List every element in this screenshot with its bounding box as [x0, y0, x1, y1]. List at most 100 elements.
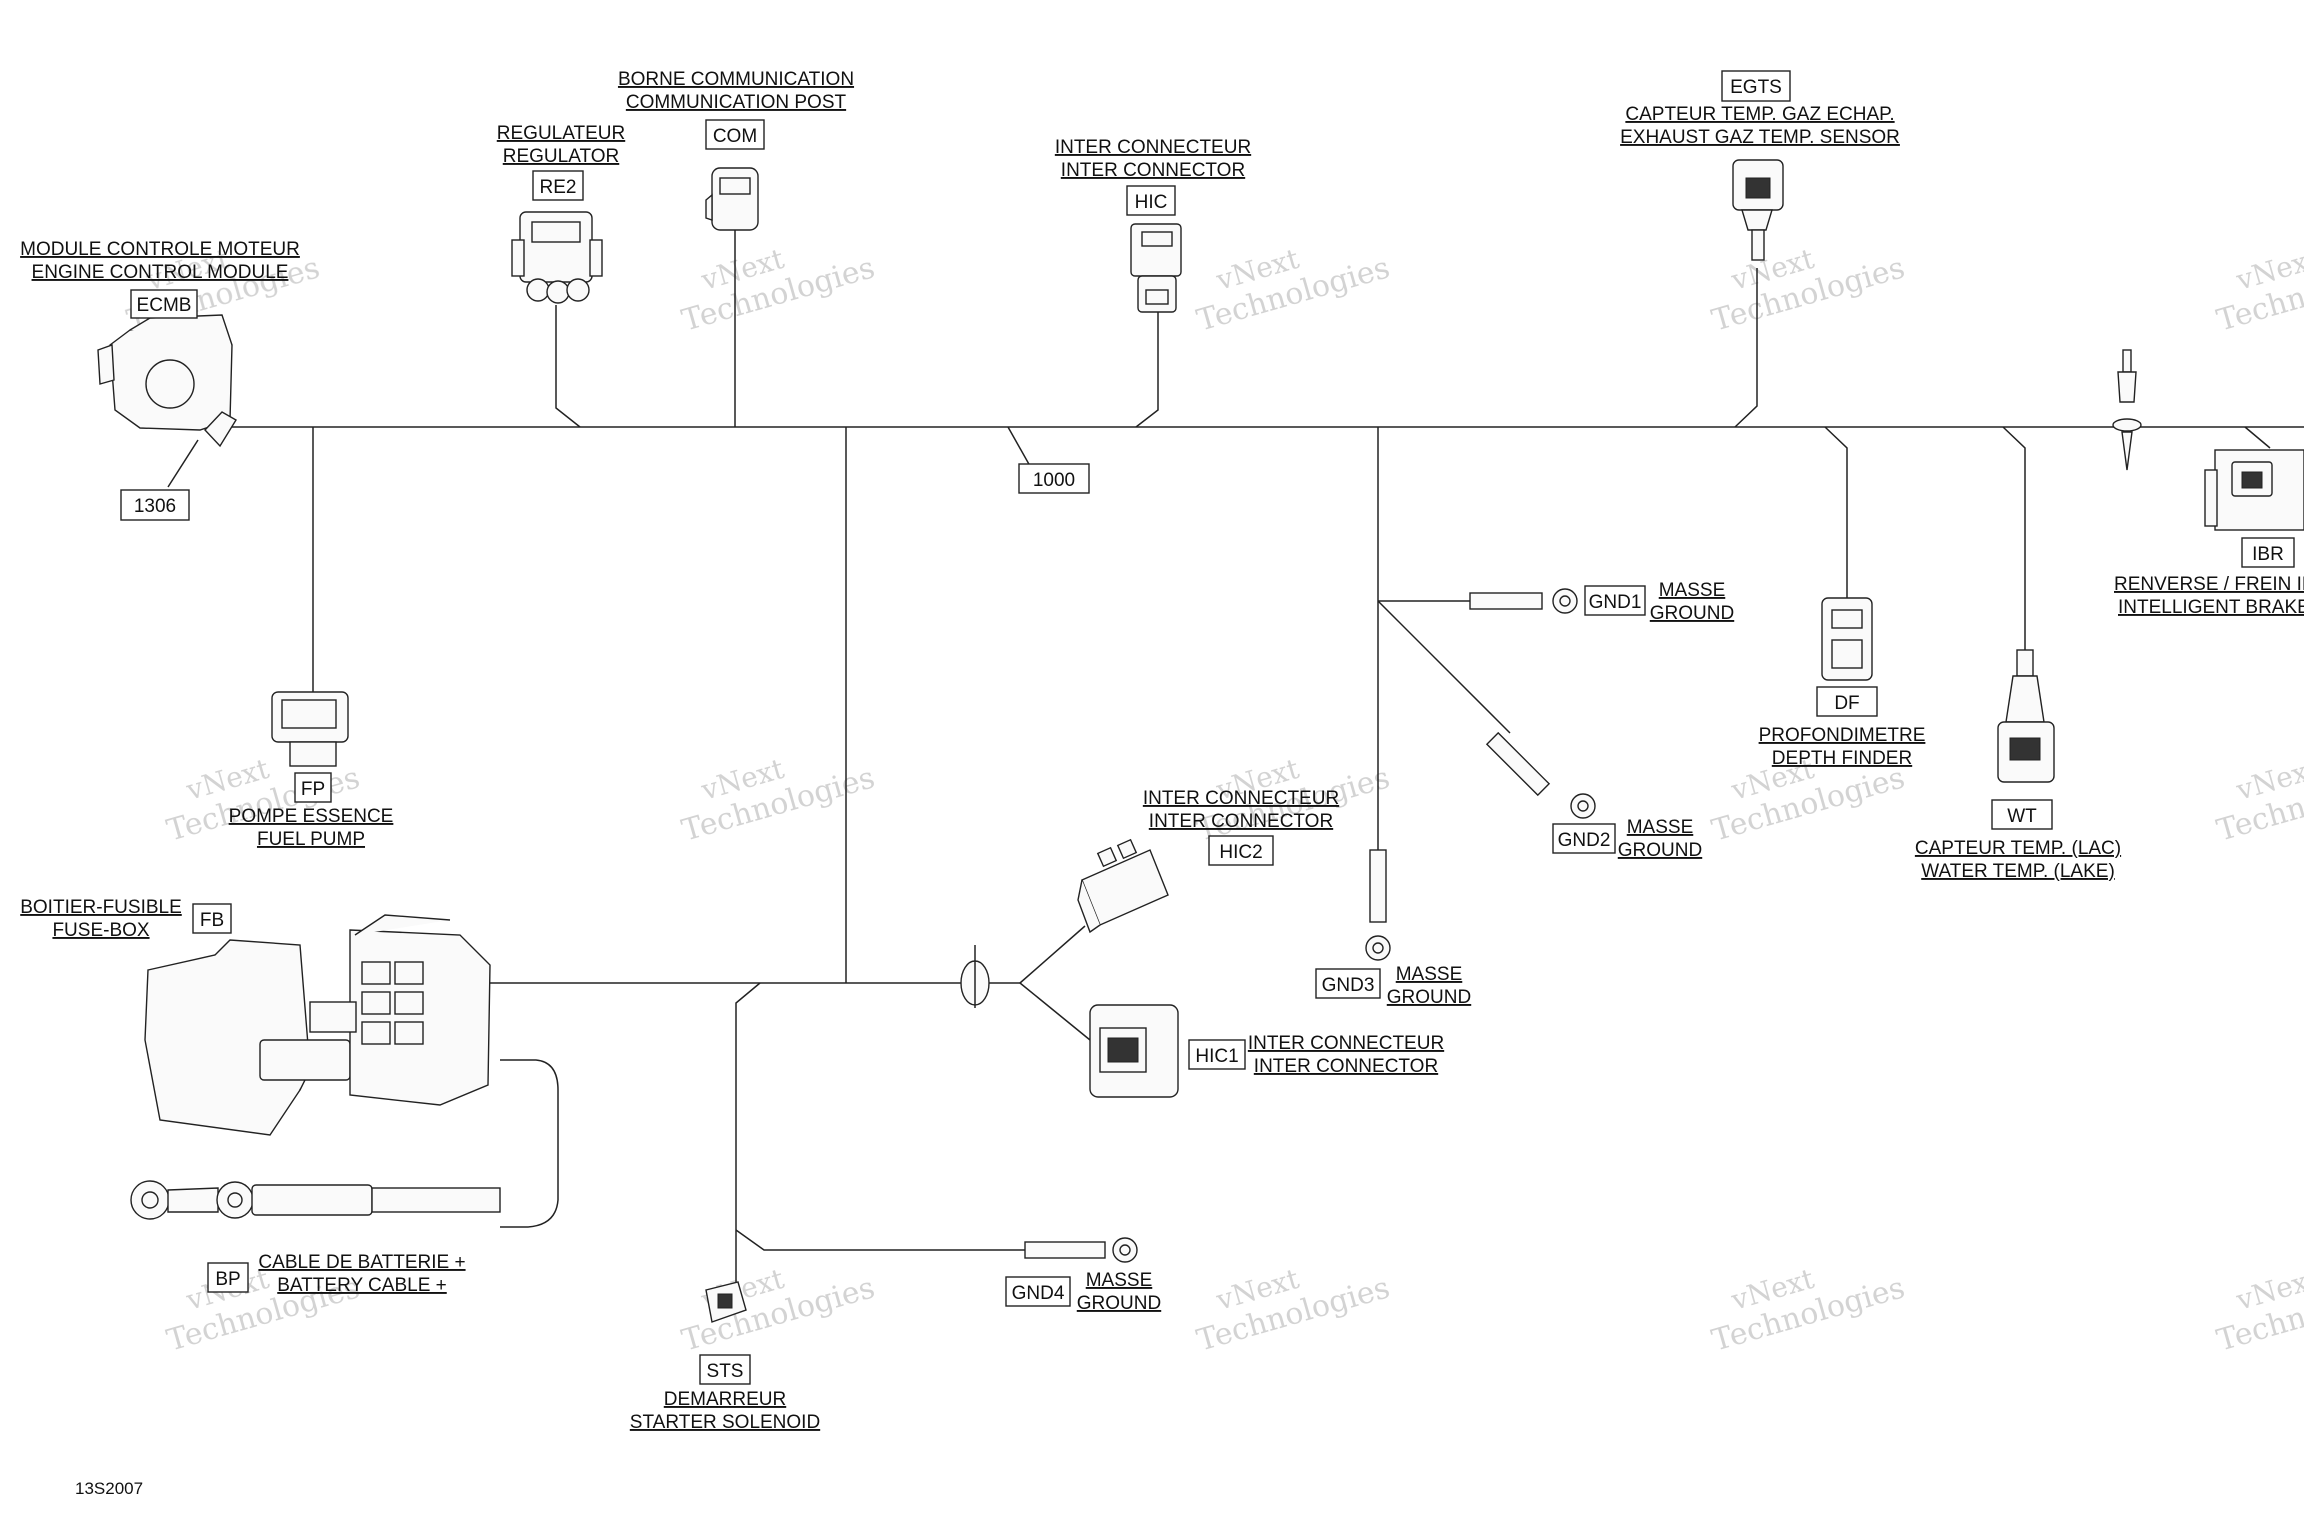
gnd3-label-en: GROUND [1387, 987, 1471, 1008]
p1306-code: 1306 [134, 496, 176, 517]
gnd1-label-en: GROUND [1650, 603, 1734, 624]
fb-code: FB [200, 910, 224, 931]
gnd2-code: GND2 [1558, 830, 1611, 851]
bp-code: BP [215, 1269, 240, 1290]
sts-code: STS [707, 1361, 744, 1382]
hic-label-en: INTER CONNECTOR [1061, 160, 1245, 181]
wire-ibr [2244, 426, 2271, 449]
gnd4-label-fr: MASSE [1086, 1270, 1153, 1291]
hic2-label-fr: INTER CONNECTEUR [1143, 788, 1339, 809]
gnd3-code-box [1315, 968, 1381, 999]
watermark: vNext Technologies [678, 752, 879, 849]
hic2-code-box [1208, 835, 1274, 866]
communication-post-drawing [705, 167, 759, 231]
hic2-label-group: INTER CONNECTEUR INTER CONNECTOR HIC2 [1143, 788, 1339, 866]
re2-label-fr: REGULATEUR [497, 123, 625, 144]
wt-label-en: WATER TEMP. (LAKE) [1921, 861, 2115, 882]
wire-df [1824, 426, 1848, 602]
wt-code: WT [2007, 806, 2037, 827]
sts-label-fr: DEMARREUR [664, 1389, 786, 1410]
p1306-code-box [120, 489, 190, 521]
wire-re2 [555, 305, 581, 428]
fp-code: FP [301, 779, 325, 800]
com-code-box [705, 119, 765, 150]
fb-code-box [192, 903, 232, 934]
egts-label-group: EGTS CAPTEUR TEMP. GAZ ECHAP. EXHAUST GA… [1620, 70, 1900, 148]
gnd4-label-en: GROUND [1077, 1293, 1161, 1314]
wire-wt [2002, 426, 2026, 650]
ecmb-label-group: MODULE CONTROLE MOTEUR ENGINE CONTROL MO… [20, 239, 300, 319]
hic1-label-group: HIC1 INTER CONNECTEUR INTER CONNECTOR [1188, 1033, 1444, 1077]
hic1-label-en: INTER CONNECTOR [1254, 1056, 1438, 1077]
ibr-label-group: IBR RENVERSE / FREIN INTELLIGENT INTELLI… [2114, 537, 2304, 618]
battery-cable-drawing [130, 1180, 501, 1220]
hic1-label-fr: INTER CONNECTEUR [1248, 1033, 1444, 1054]
gnd2-label-fr: MASSE [1627, 817, 1694, 838]
gnd4-label-group: GND4 MASSE GROUND [1005, 1270, 1161, 1314]
com-label-group: BORNE COMMUNICATION COMMUNICATION POST C… [618, 69, 854, 150]
gnd1-code-box [1584, 585, 1646, 616]
p1306-label-group: 1306 [120, 489, 190, 521]
watermark: vNext Technologies [1708, 242, 1909, 339]
gnd1-label-fr: MASSE [1659, 580, 1726, 601]
fb-label-fr: BOITIER-FUSIBLE [20, 897, 182, 918]
ecm-module-drawing [97, 314, 237, 448]
ecmb-label-en: ENGINE CONTROL MODULE [32, 262, 289, 283]
hic2-connector-drawing [1077, 838, 1169, 934]
harness-wires [167, 225, 2304, 1282]
gnd2-terminal-drawing [1485, 731, 1596, 819]
watermark: vNext Technologies [2213, 752, 2304, 849]
fuse-box-drawing [144, 914, 491, 1136]
ibr-label-fr: RENVERSE / FREIN INTELLIGENT [2114, 574, 2304, 595]
gnd1-code: GND1 [1589, 592, 1642, 613]
watermark: vNext Technologies [1708, 1262, 1909, 1359]
water-temp-sensor-drawing [1997, 649, 2055, 783]
wire-battery-loop [500, 1059, 559, 1228]
hic-label-group: INTER CONNECTEUR INTER CONNECTOR HIC [1055, 137, 1251, 216]
wire-1306-pointer [167, 439, 199, 488]
gnd3-terminal-drawing [1365, 849, 1391, 961]
com-label-fr: BORNE COMMUNICATION [618, 69, 854, 90]
hic1-code: HIC1 [1195, 1046, 1238, 1067]
watermark: vNext Technologies [1193, 242, 1394, 339]
egts-label-fr: CAPTEUR TEMP. GAZ ECHAP. [1625, 104, 1894, 125]
wire-egts [1734, 268, 1758, 428]
egts-sensor-drawing [1732, 159, 1784, 261]
drawing-reference: 13S2007 [75, 1479, 143, 1498]
com-label-en: COMMUNICATION POST [626, 92, 847, 113]
re2-code: RE2 [540, 177, 577, 198]
hic-code-box [1126, 185, 1176, 216]
wire-1000-label-group: 1000 [1018, 463, 1090, 494]
wire-1000-code: 1000 [1033, 470, 1075, 491]
egts-code: EGTS [1730, 77, 1782, 98]
ibr-code-box [2241, 537, 2295, 568]
df-code: DF [1834, 693, 1859, 714]
re2-label-group: REGULATEUR REGULATOR RE2 [497, 123, 625, 201]
re2-label-en: REGULATOR [503, 146, 620, 167]
gnd3-label-group: GND3 MASSE GROUND [1315, 964, 1471, 1008]
gnd1-label-group: GND1 MASSE GROUND [1584, 580, 1734, 624]
starter-solenoid-connector-drawing [705, 1281, 747, 1323]
wire-starter-branch [735, 982, 761, 1282]
ecmb-code-box [130, 289, 198, 319]
bp-label-fr: CABLE DE BATTERIE + [258, 1252, 465, 1273]
watermark: vNext Technologies [1708, 752, 1909, 849]
df-code-box [1816, 686, 1878, 717]
gnd3-label-fr: MASSE [1396, 964, 1463, 985]
gnd2-label-en: GROUND [1618, 840, 1702, 861]
wire-1000-pointer [1007, 426, 1031, 467]
hic-code: HIC [1135, 192, 1168, 213]
wire-1000-box [1018, 463, 1090, 494]
fuel-pump-connector-drawing [271, 691, 349, 767]
watermark: vNext Technologies [2213, 242, 2304, 339]
fp-label-en: FUEL PUMP [257, 829, 365, 850]
hic2-label-en: INTER CONNECTOR [1149, 811, 1333, 832]
wire-hic1 [1019, 982, 1091, 1041]
fp-label-group: FP POMPE ESSENCE FUEL PUMP [229, 772, 393, 850]
fb-label-group: BOITIER-FUSIBLE FUSE-BOX FB [20, 897, 232, 941]
ibr-device-drawing [2112, 349, 2304, 531]
harness-clip-drawing [960, 945, 990, 1008]
wt-label-group: WT CAPTEUR TEMP. (LAC) WATER TEMP. (LAKE… [1915, 799, 2121, 882]
fp-code-box [294, 772, 332, 803]
gnd4-code: GND4 [1012, 1283, 1065, 1304]
